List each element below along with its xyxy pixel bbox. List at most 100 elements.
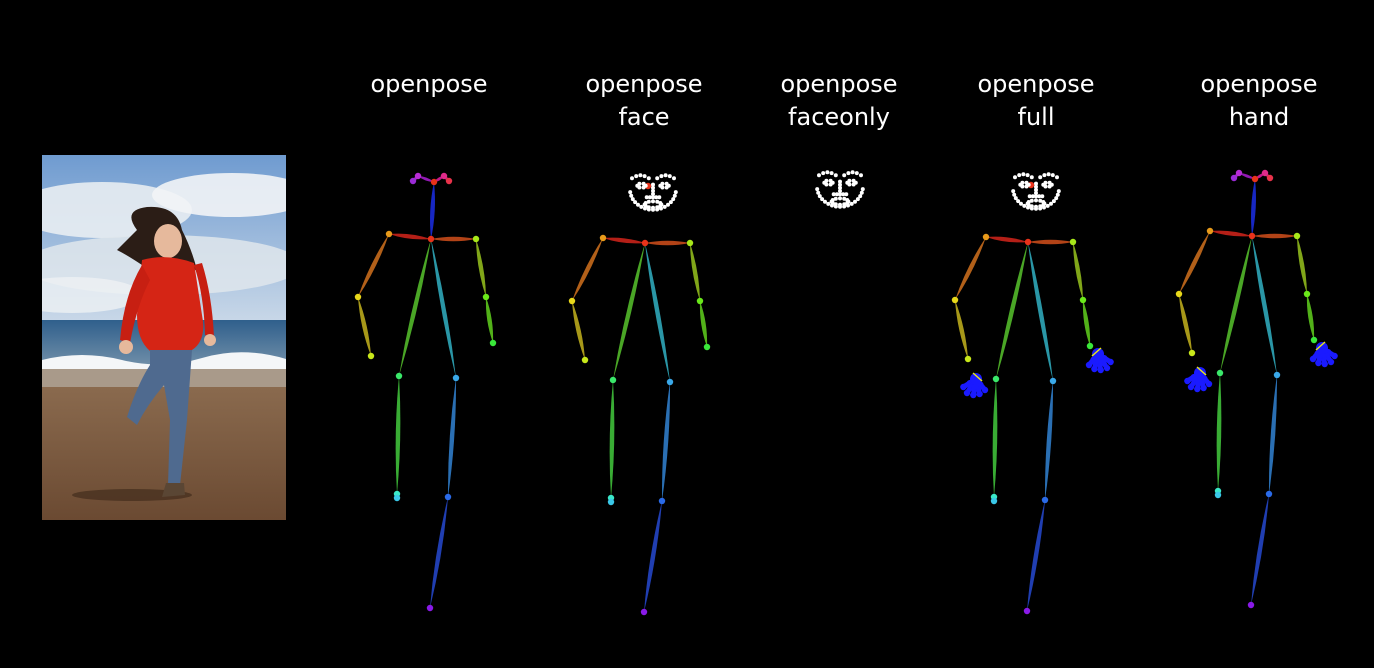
label-line2: hand xyxy=(1228,103,1290,131)
skeleton-joint xyxy=(385,230,393,238)
label-openpose-hand: openpose hand xyxy=(1159,68,1359,134)
skeleton-limb xyxy=(1252,233,1297,239)
hand-keypoint xyxy=(1331,352,1338,360)
skeleton-joint xyxy=(1023,607,1031,615)
face-keypoint xyxy=(658,204,663,209)
skeleton-limb xyxy=(992,379,998,497)
hand-keypoint xyxy=(1327,358,1335,366)
face-keypoint xyxy=(1034,181,1038,186)
face-keypoint xyxy=(816,190,821,195)
hand-bone xyxy=(1196,366,1207,376)
skeleton-limb xyxy=(1073,242,1083,300)
skeleton-limb xyxy=(1027,500,1045,611)
skeleton-joint xyxy=(445,177,453,185)
face-keypoint xyxy=(666,202,670,207)
face-keypoint xyxy=(1055,192,1060,197)
skeleton-limb xyxy=(447,378,457,497)
face-keypoint xyxy=(1034,187,1038,192)
skeleton-joint xyxy=(393,494,401,502)
hand-bone xyxy=(1315,341,1326,351)
hand-keypoint xyxy=(1091,365,1098,373)
skeleton-limb xyxy=(645,243,670,382)
skeleton-limb xyxy=(1028,239,1073,245)
skeleton-joint xyxy=(696,297,704,305)
skeleton-limb xyxy=(572,238,603,301)
reference-photo xyxy=(42,155,286,520)
hand-keypoint xyxy=(981,386,989,394)
face-keypoint xyxy=(1030,194,1035,199)
face-keypoint xyxy=(651,185,655,190)
skeleton-limb xyxy=(399,239,431,376)
skeleton-joint xyxy=(607,498,615,506)
label-line1: openpose xyxy=(780,70,898,98)
skeleton-limb xyxy=(485,297,494,343)
face-keypoint xyxy=(1054,196,1059,201)
hand-keypoint xyxy=(1315,359,1322,367)
skeleton-joint xyxy=(440,172,448,180)
hand-keypoint xyxy=(1085,361,1093,369)
skeleton-joint xyxy=(409,177,417,185)
hand-keypoint xyxy=(1205,380,1213,388)
face-keypoint xyxy=(851,182,856,187)
face-keypoint xyxy=(1026,200,1031,204)
skeleton-limb xyxy=(613,243,645,380)
face-keypoint xyxy=(1025,173,1030,178)
skeleton-joint xyxy=(703,343,711,351)
skeleton-limb xyxy=(572,301,585,360)
skeleton-joint xyxy=(1214,491,1222,499)
hand-keypoint xyxy=(970,373,982,385)
face-keypoint xyxy=(1029,198,1034,203)
face-keypoint xyxy=(651,182,655,187)
face-keypoint xyxy=(844,192,849,197)
hand-keypoint xyxy=(1184,377,1191,385)
face-keypoint xyxy=(838,202,842,207)
face-keypoint xyxy=(1050,173,1055,178)
face-keypoint xyxy=(664,185,669,190)
skeleton-limb xyxy=(1216,373,1222,491)
skeleton-joint xyxy=(686,239,694,247)
hand-keypoint xyxy=(1187,383,1195,391)
face-keypoint xyxy=(855,197,860,202)
skeleton-joint xyxy=(1069,238,1077,246)
face-keypoint xyxy=(673,190,678,195)
face-keypoint xyxy=(1019,201,1023,206)
skeleton-joint xyxy=(472,235,480,243)
skeleton-joint xyxy=(990,497,998,505)
pose-figure xyxy=(1175,169,1338,609)
skeleton-limb xyxy=(1251,494,1269,605)
face-only-keypoints xyxy=(815,170,865,209)
skeleton-limb xyxy=(661,382,671,501)
face-keypoint xyxy=(646,176,651,181)
face-keypoint xyxy=(859,173,863,178)
face-keypoint xyxy=(833,196,838,201)
label-line1: openpose xyxy=(370,70,488,98)
hand-bone xyxy=(1091,347,1102,357)
skeleton-limb xyxy=(699,301,708,347)
skeleton-joint xyxy=(426,604,434,612)
face-keypoint xyxy=(647,195,652,200)
face-keypoint xyxy=(1013,196,1018,201)
face-keypoint xyxy=(1034,184,1038,189)
face-keypoint xyxy=(657,195,662,200)
skeleton-joint xyxy=(1188,349,1196,357)
face-keypoint xyxy=(1043,180,1048,185)
skeleton-joint xyxy=(568,297,576,305)
skeleton-limb xyxy=(1239,173,1255,179)
hand-keypoint xyxy=(1103,364,1111,372)
face-keypoint xyxy=(651,199,655,204)
face-keypoint xyxy=(662,204,667,209)
face-keypoint xyxy=(828,182,833,187)
pose-figure xyxy=(568,173,711,616)
face-keypoint xyxy=(654,195,659,200)
skeleton-joint xyxy=(982,233,990,241)
skeleton-limb xyxy=(418,176,434,182)
face-keypoint xyxy=(1037,194,1042,199)
face-keypoint xyxy=(824,178,829,183)
face-keypoint xyxy=(633,200,638,205)
face-keypoint xyxy=(672,176,676,181)
skeleton-limb xyxy=(476,239,486,297)
face-keypoint xyxy=(630,176,634,181)
face-keypoint xyxy=(659,174,664,179)
face-keypoint xyxy=(834,192,839,197)
